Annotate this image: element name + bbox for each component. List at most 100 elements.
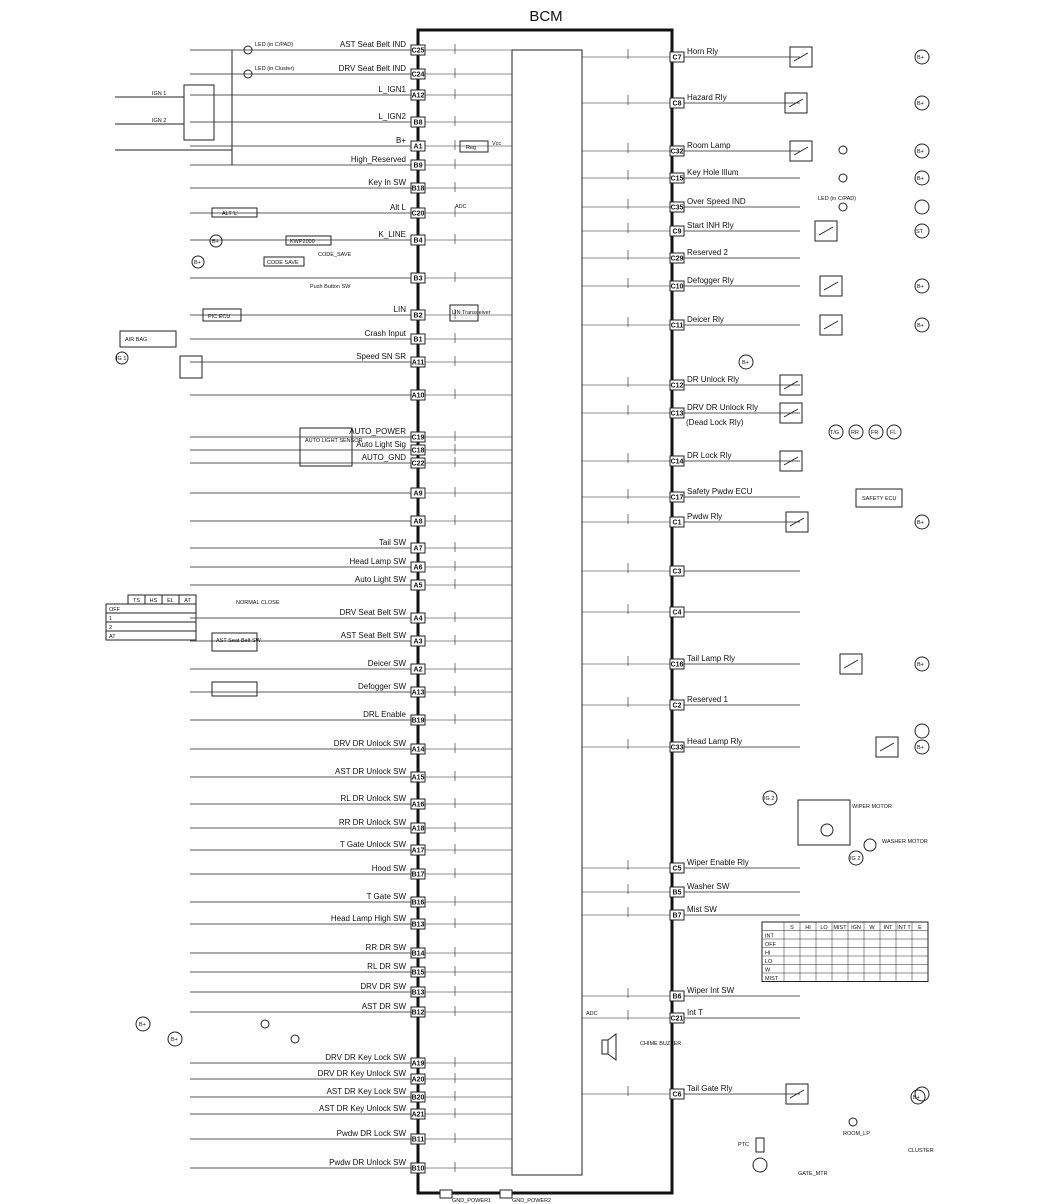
door-tg-label: T/G [830, 430, 839, 436]
gate-motor-icon [752, 1157, 768, 1173]
bplus-codesave-label: B+ [194, 260, 201, 266]
left-pin-label-defogger-sw: Defogger SW [358, 682, 406, 691]
left-pin-label-ast-seat-belt-ind: AST Seat Belt IND [340, 40, 406, 49]
door-fl-label: FL [890, 430, 896, 436]
relay-box [789, 140, 813, 162]
left-pin-label-drv-dr-key-lock-sw: DRV DR Key Lock SW [325, 1053, 406, 1062]
over-speed-led-icon [838, 202, 848, 212]
bplus-door-1-icon [135, 1016, 151, 1032]
wiper-table-header: INT T [897, 925, 911, 931]
switch-table-row [105, 621, 197, 632]
door-tg-icon [828, 424, 844, 440]
right-pin-label-tail-lamp-rly: Tail Lamp Rly [687, 654, 735, 663]
right-pin-id: C10 [671, 284, 684, 291]
gnd-pin-1 [439, 1189, 453, 1199]
left-pin-label-ast-dr-sw: AST DR SW [362, 1002, 407, 1011]
right-pin-label-head-lamp-rly: Head Lamp Rly [687, 737, 742, 746]
right-pin-id: C12 [671, 383, 684, 390]
relay-box [779, 402, 803, 424]
left-pin-label-rl-dr-sw: RL DR SW [367, 962, 406, 971]
left-pin-id: B3 [414, 276, 423, 283]
left-pin-id: B20 [412, 1095, 425, 1102]
left-pin-id: B14 [412, 951, 425, 958]
wiper-table-frame [761, 921, 929, 982]
left-pin-id: A19 [412, 1061, 425, 1068]
relay-box [779, 450, 803, 472]
right-pin-label-mist-sw: Mist SW [687, 905, 717, 914]
st-terminal-label: ST [916, 229, 924, 235]
relay-contact [783, 380, 799, 390]
left-pin-id: B16 [412, 900, 425, 907]
left-pin-id: C20 [412, 211, 425, 218]
right-pin-label-dr-unlock-rly: DR Unlock Rly [687, 375, 739, 384]
ast-seat-belt-sw-box [211, 632, 258, 652]
wiper-table-header: LO [820, 925, 828, 931]
bplus-kline-icon [209, 234, 223, 248]
ign2-label: IGN 2 [152, 118, 166, 124]
left-pin-label-ast-dr-key-unlock-sw: AST DR Key Unlock SW [319, 1104, 406, 1113]
right-pin-id: C3 [673, 569, 682, 576]
left-pin-label-l-ign2: L_IGN2 [378, 112, 406, 121]
left-pin-id: C25 [412, 48, 425, 55]
wiper-table-header: W [869, 925, 875, 931]
bplus-terminal-label: B+ [917, 101, 924, 107]
left-pin-label-drv-seat-belt-sw: DRV Seat Belt SW [339, 608, 406, 617]
auto-light-sensor-box [299, 427, 353, 467]
right-pin-id: C6 [673, 1092, 682, 1099]
right-pin-id: C5 [673, 866, 682, 873]
relay-contact [783, 456, 799, 466]
bplus-lock-label: B+ [742, 360, 749, 366]
left-pin-label-alt-l: Alt L [390, 203, 407, 212]
right-pin-id: C4 [673, 610, 682, 617]
bplus-terminal-icon [914, 143, 930, 159]
washer-motor-icon [863, 838, 877, 852]
bplus-door-1-label: B+ [139, 1022, 146, 1028]
bcm-mcu-box [511, 49, 583, 1176]
bplus-terminal-label: B+ [917, 176, 924, 182]
left-pin-label-auto-gnd: AUTO_GND [362, 453, 407, 462]
right-pin-label-reserved-2: Reserved 2 [687, 248, 728, 257]
pic-ecu-box [202, 308, 242, 322]
left-pin-id: A20 [412, 1077, 425, 1084]
left-pin-id: B8 [414, 120, 423, 127]
right-pin-label-key-hole-illum: Key Hole Illum [687, 168, 739, 177]
right-pin-label-wiper-int-sw: Wiper Int SW [687, 986, 735, 995]
left-pin-label-pwdw-dr-unlock-sw: Pwdw DR Unlock SW [329, 1158, 406, 1167]
wiper-table-row-label: W [765, 968, 771, 974]
switch-table-row [105, 612, 197, 623]
left-pin-id: B11 [412, 1137, 425, 1144]
switch-table-row-label: AT [109, 634, 116, 640]
bplus-terminal-icon [914, 223, 930, 239]
bplus-terminal-icon [914, 170, 930, 186]
normal-close-label: NORMAL CLOSE [236, 600, 280, 606]
left-pin-id: A7 [414, 546, 423, 553]
right-pin-id: B5 [673, 890, 682, 897]
bplus-kline-label: B+ [212, 239, 219, 245]
left-pin-id: A3 [414, 639, 423, 646]
right-pin-label-tail-gate-rly: Tail Gate Rly [687, 1084, 732, 1093]
relay-box [785, 511, 809, 533]
adc-label: ADC [455, 204, 467, 210]
bplus-terminal-icon [914, 317, 930, 333]
relay-box [785, 1083, 809, 1105]
led-cpad-label: LED (in C/PAD) [255, 42, 293, 48]
safety-ecu-box [855, 488, 903, 508]
relay-box [814, 220, 838, 242]
relay-box [779, 374, 803, 396]
gnd-power2-label: GND_POWER2 [512, 1198, 551, 1204]
wiper-table-row-label: INT [765, 934, 775, 940]
right-pin-label-wiper-enable-rly: Wiper Enable Rly [687, 858, 749, 867]
safety-ecu-label: SAFETY ECU [862, 496, 896, 502]
left-pin-label-rr-dr-sw: RR DR SW [366, 943, 407, 952]
right-pin-label-drv-dr-unlock-rly: DRV DR Unlock Rly [687, 403, 758, 412]
door-fr-icon [868, 424, 884, 440]
relay-contact [789, 1089, 805, 1099]
relay-contact [823, 281, 839, 291]
left-pin-id: A16 [412, 802, 425, 809]
diagram-title: BCM [529, 8, 562, 25]
right-pin-id: C14 [671, 459, 684, 466]
right-pin-id: C35 [671, 205, 684, 212]
left-pin-label-rl-dr-unlock-sw: RL DR Unlock SW [341, 794, 407, 803]
